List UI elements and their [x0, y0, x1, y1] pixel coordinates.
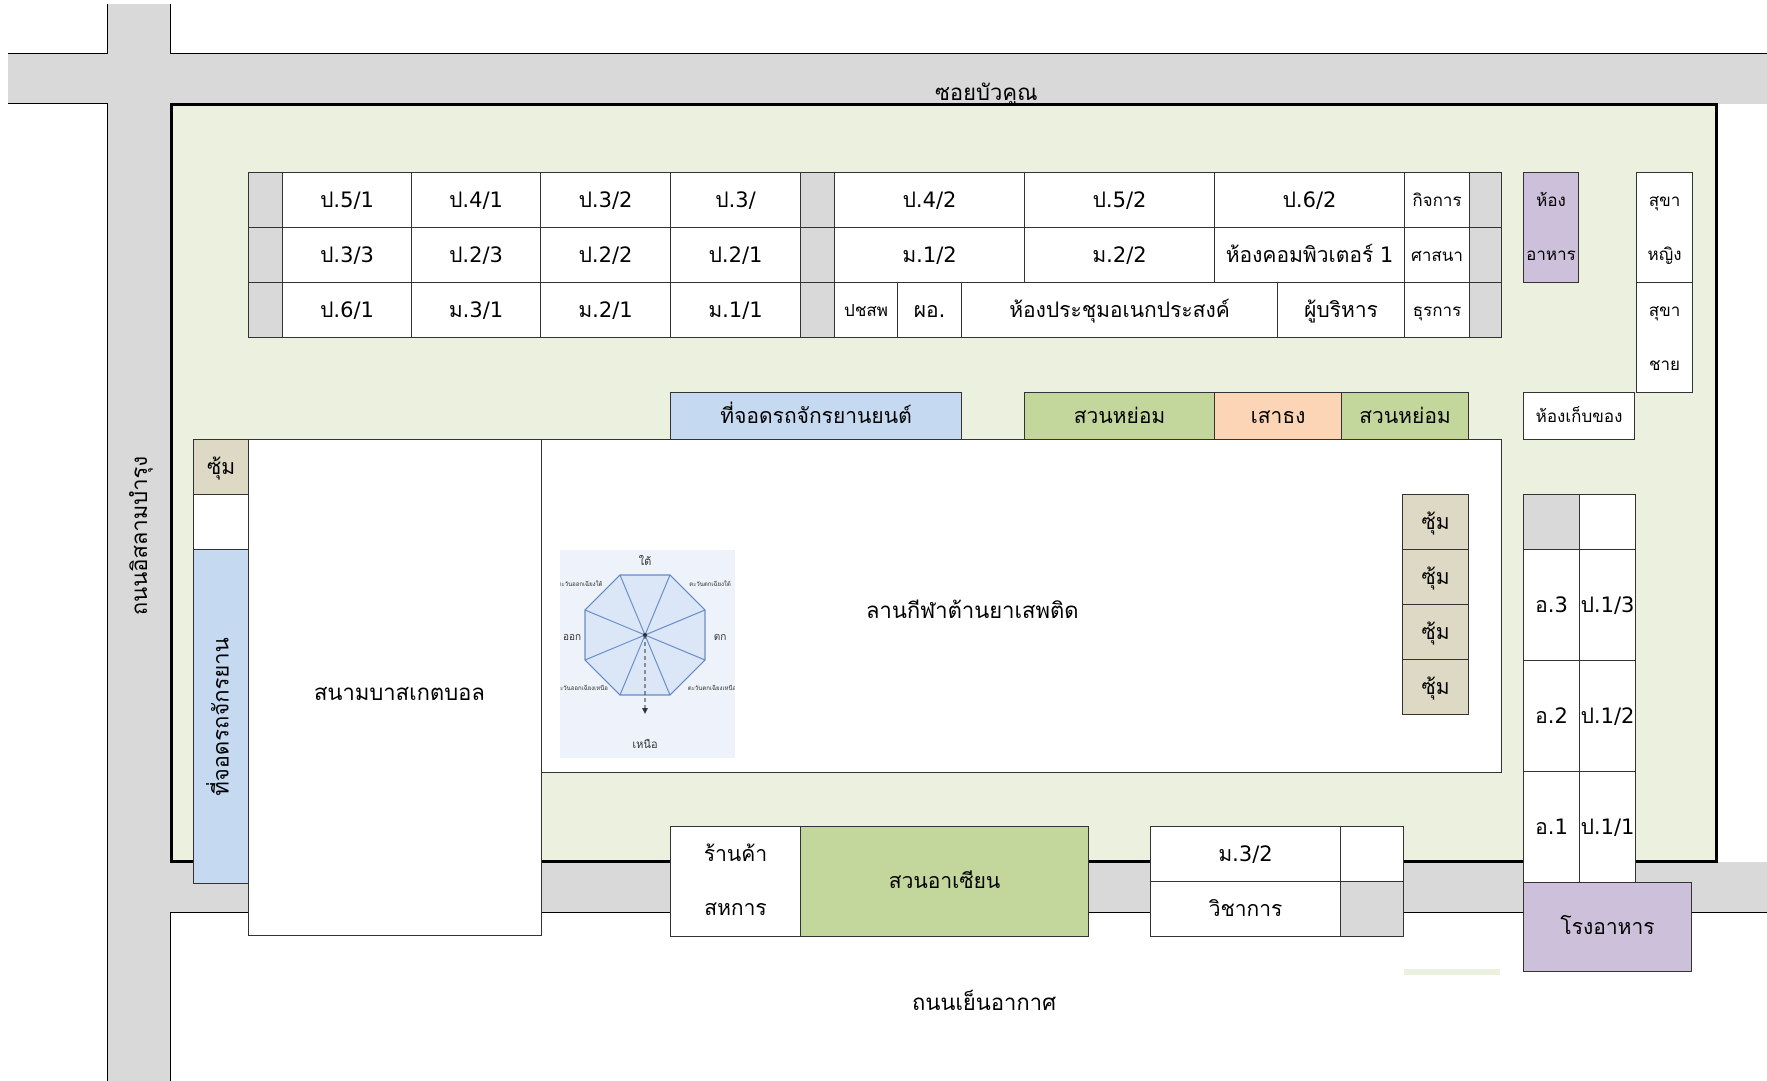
arbor: ซุ้ม: [1402, 659, 1469, 715]
asean-garden: สวนอาเซียน: [800, 826, 1089, 937]
room-a2: อ.2: [1523, 660, 1580, 772]
room-p1-2: ป.1/2: [1579, 660, 1636, 772]
room-thurakarn: ธุรการ: [1404, 282, 1470, 338]
road-label-bottom: ถนนเย็นอากาศ: [912, 991, 1057, 1016]
room-academic: วิชาการ: [1150, 881, 1341, 937]
toilet-male-1: สุขา: [1636, 282, 1693, 338]
stair-block: [800, 172, 835, 228]
room-m3-1: ม.3/1: [411, 282, 541, 338]
room-p3: ป.3/: [670, 172, 801, 228]
stair-block: [1340, 881, 1404, 937]
room-p3-3: ป.3/3: [282, 227, 412, 283]
flagpole: เสาธง: [1214, 392, 1342, 440]
road-edge: [107, 4, 108, 54]
compass-east: ออก: [563, 632, 581, 643]
compass-north: เหนือ: [632, 738, 657, 751]
basketball-court-label: สนามบาสเกตบอล: [314, 681, 485, 706]
room-computer-1: ห้องคอมพิวเตอร์ 1: [1214, 227, 1405, 283]
room-p1-1: ป.1/1: [1579, 771, 1636, 883]
stair-block: [1469, 172, 1502, 228]
room-m1-1: ม.1/1: [670, 282, 801, 338]
coop-shop-1: ร้านค้า: [670, 826, 801, 882]
room-sasana: ศาสนา: [1404, 227, 1470, 283]
stair-block: [1469, 227, 1502, 283]
room-food-2: อาหาร: [1523, 227, 1579, 283]
arbor-left: ซุ้ม: [193, 439, 249, 495]
room-p5-2: ป.5/2: [1024, 172, 1215, 228]
road-edge: [170, 4, 171, 54]
room-kijakarn: กิจการ: [1404, 172, 1470, 228]
compass-nw: ตะวันตกเฉียงเหนือ: [688, 684, 735, 692]
compass: ใต้ เหนือ ออก ตก ตะวันออกเฉียงใต้ ตะวันต…: [556, 550, 737, 758]
compass-se: ตะวันออกเฉียงใต้: [560, 580, 603, 588]
room-m2-2: ม.2/2: [1024, 227, 1215, 283]
room-a1: อ.1: [1523, 771, 1580, 883]
basketball-court: [248, 439, 542, 936]
room-admin: ผู้บริหาร: [1277, 282, 1405, 338]
road-label-top: ซอยบัวคูณ: [935, 81, 1038, 106]
room-pachasom: ปชสพ: [834, 282, 898, 338]
stair-block: [1523, 494, 1580, 550]
toilet-female-1: สุขา: [1636, 172, 1693, 228]
campus-gate-bottom: [1404, 969, 1500, 975]
stair-block: [248, 227, 283, 283]
coop-shop-2: สหการ: [670, 881, 801, 937]
arbor: ซุ้ม: [1402, 549, 1469, 605]
room-m3-2: ม.3/2: [1150, 826, 1341, 882]
stair-block: [1469, 282, 1502, 338]
compass-south: ใต้: [639, 555, 652, 568]
left-blank-box: [193, 494, 249, 550]
road-edge: [107, 103, 108, 1081]
compass-ne: ตะวันออกเฉียงเหนือ: [560, 684, 608, 692]
room-p2-3: ป.2/3: [411, 227, 541, 283]
arbor: ซุ้ม: [1402, 494, 1469, 550]
road-label-left: ถนนอิสลามบำรุง: [128, 455, 154, 615]
room-p2-1: ป.2/1: [670, 227, 801, 283]
stair-block: [800, 227, 835, 283]
garden-1: สวนหย่อม: [1024, 392, 1215, 440]
room-storage: ห้องเก็บของ: [1523, 392, 1635, 440]
room-p3-2: ป.3/2: [540, 172, 671, 228]
room-a3: อ.3: [1523, 549, 1580, 661]
compass-rose-icon: ใต้ เหนือ ออก ตก ตะวันออกเฉียงใต้ ตะวันต…: [556, 550, 737, 758]
compass-sw: ตะวันตกเฉียงใต้: [689, 580, 731, 588]
stair-block: [248, 172, 283, 228]
room-m2-1: ม.2/1: [540, 282, 671, 338]
room-m1-2: ม.1/2: [834, 227, 1025, 283]
room-meeting: ห้องประชุมอเนกประสงค์: [961, 282, 1278, 338]
road-edge: [170, 912, 171, 1081]
road-edge: [171, 53, 1767, 54]
room-p6-1: ป.6/1: [282, 282, 412, 338]
garden-2: สวนหย่อม: [1341, 392, 1469, 440]
toilet-male-2: ชาย: [1636, 337, 1693, 393]
compass-west: ตก: [714, 632, 727, 643]
canteen: โรงอาหาร: [1523, 882, 1692, 972]
room-food-1: ห้อง: [1523, 172, 1579, 228]
sports-yard-label: ลานกีฬาต้านยาเสพติด: [866, 599, 1079, 624]
road-edge: [8, 53, 108, 54]
blank-room: [1340, 826, 1404, 882]
room-p4-2: ป.4/2: [834, 172, 1025, 228]
room-p6-2: ป.6/2: [1214, 172, 1405, 228]
blank-room: [1579, 494, 1636, 550]
room-p1-3: ป.1/3: [1579, 549, 1636, 661]
room-p4-1: ป.4/1: [411, 172, 541, 228]
road-left: [108, 4, 171, 1081]
arbor: ซุ้ม: [1402, 604, 1469, 660]
road-edge: [8, 103, 108, 104]
room-p2-2: ป.2/2: [540, 227, 671, 283]
room-director: ผอ.: [897, 282, 962, 338]
road-top: [8, 54, 1767, 104]
bicycle-parking: ที่จอดรถจักรยาน: [193, 549, 249, 884]
room-p5-1: ป.5/1: [282, 172, 412, 228]
toilet-female-2: หญิง: [1636, 227, 1693, 283]
stair-block: [248, 282, 283, 338]
stair-block: [800, 282, 835, 338]
motorcycle-parking: ที่จอดรถจักรยานยนต์: [670, 392, 962, 440]
